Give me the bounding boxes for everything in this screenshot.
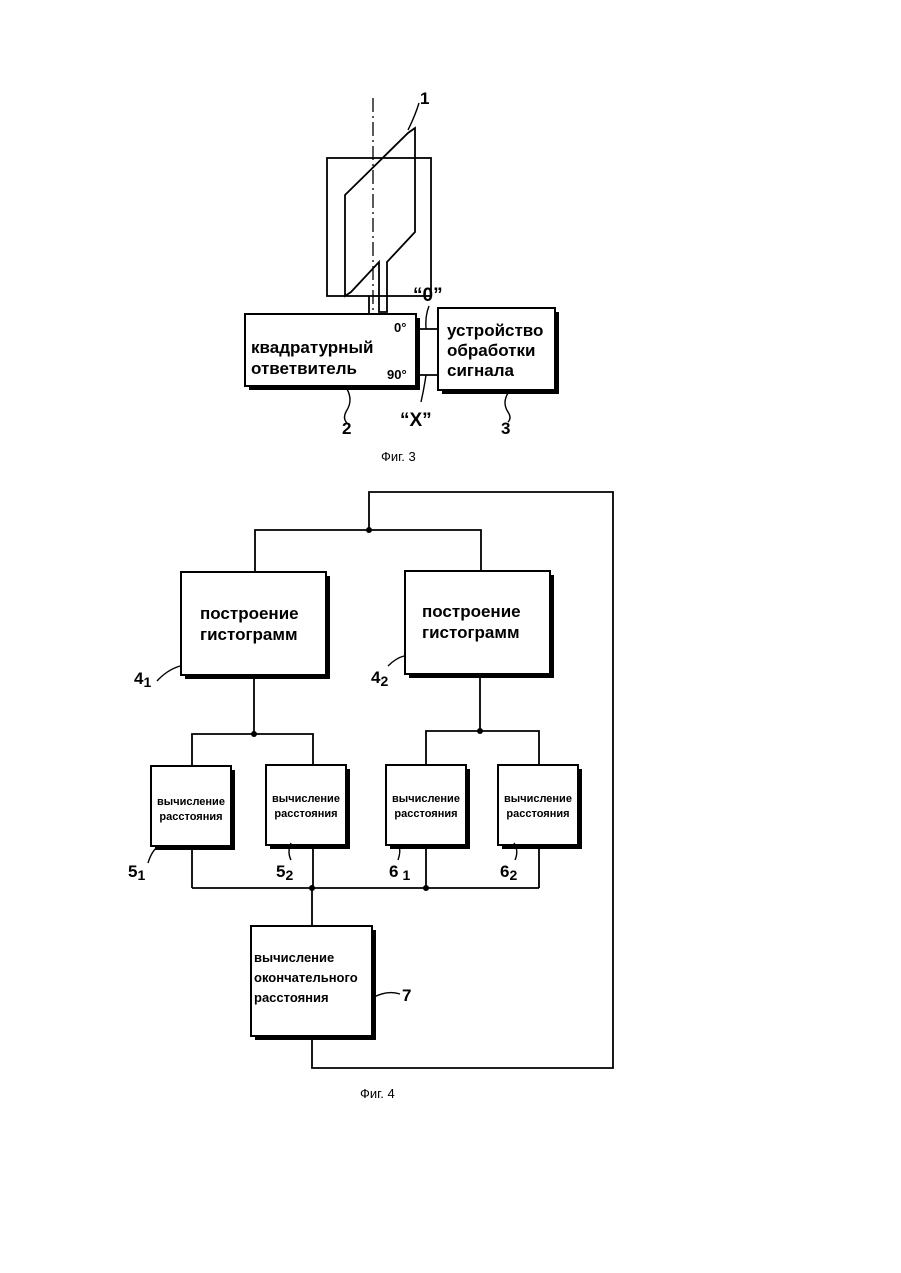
distance-6-1-line1: вычисление — [392, 793, 460, 805]
distance-5-1-line2: расстояния — [159, 811, 222, 823]
histogram-right-ref: 42 — [371, 668, 388, 689]
distance-6-2-line2: расстояния — [506, 808, 569, 820]
distance-6-2-ref: 62 — [500, 862, 517, 883]
histogram-right-line2: гистограмм — [422, 623, 520, 642]
histogram-block-left: построение гистограмм — [181, 572, 330, 679]
distance-6-2-line1: вычисление — [504, 793, 572, 805]
distance-block-5-2: вычисление расстояния — [266, 765, 350, 849]
coupler-label-line2: ответвитель — [251, 359, 357, 378]
distance-5-2-ref: 52 — [276, 862, 293, 883]
junction-right-histogram — [477, 728, 483, 734]
junction-left-histogram — [251, 731, 257, 737]
junction-bus-right — [423, 885, 429, 891]
signal-processor-block: устройство обработки сигнала — [438, 308, 559, 394]
final-block-line1: вычисление — [254, 950, 334, 965]
final-distance-block: вычисление окончательного расстояния — [251, 926, 376, 1040]
distance-block-6-2: вычисление расстояния — [498, 765, 582, 849]
distance-5-1-line1: вычисление — [157, 796, 225, 808]
distance-5-2-line2: расстояния — [274, 808, 337, 820]
coupler-label-line1: квадратурный — [251, 338, 373, 357]
port-0-label: 0° — [394, 320, 406, 335]
final-block-line2: окончательного — [254, 970, 358, 985]
figure-3: 1 квадратурный ответвитель 0° 90° 2 “0” … — [245, 89, 559, 464]
junction-top — [366, 527, 372, 533]
processor-label-line2: обработки — [447, 341, 535, 360]
processor-label-line3: сигнала — [447, 361, 515, 380]
distance-6-1-ref: 61 — [389, 862, 410, 883]
final-block-line3: расстояния — [254, 990, 329, 1005]
histogram-left-ref: 41 — [134, 669, 151, 690]
port-90-label: 90° — [387, 367, 407, 382]
distance-block-6-1: вычисление расстояния — [386, 765, 470, 849]
histogram-right-line1: построение — [422, 602, 521, 621]
final-block-ref: 7 — [402, 986, 411, 1005]
quadrature-coupler-block: квадратурный ответвитель 0° 90° — [245, 314, 420, 390]
histogram-block-right: построение гистограмм — [405, 571, 554, 678]
signal-0-label: “0” — [413, 285, 443, 306]
histogram-left-line1: построение — [200, 604, 299, 623]
histogram-left-line2: гистограмм — [200, 625, 298, 644]
processor-label-line1: устройство — [447, 321, 543, 340]
antenna-ref-label: 1 — [420, 89, 429, 108]
distance-5-1-ref: 51 — [128, 862, 145, 883]
junction-bus-center — [309, 885, 315, 891]
signal-x-label: “X” — [400, 410, 432, 431]
figure-4-caption: Фиг. 4 — [360, 1086, 395, 1101]
figure-3-caption: Фиг. 3 — [381, 449, 416, 464]
distance-block-5-1: вычисление расстояния — [151, 766, 235, 850]
distance-5-2-line1: вычисление — [272, 793, 340, 805]
distance-6-1-line2: расстояния — [394, 808, 457, 820]
coupler-ref-label: 2 — [342, 419, 351, 438]
processor-ref-label: 3 — [501, 419, 510, 438]
figure-4: построение гистограмм 41 построение гист… — [128, 492, 613, 1101]
